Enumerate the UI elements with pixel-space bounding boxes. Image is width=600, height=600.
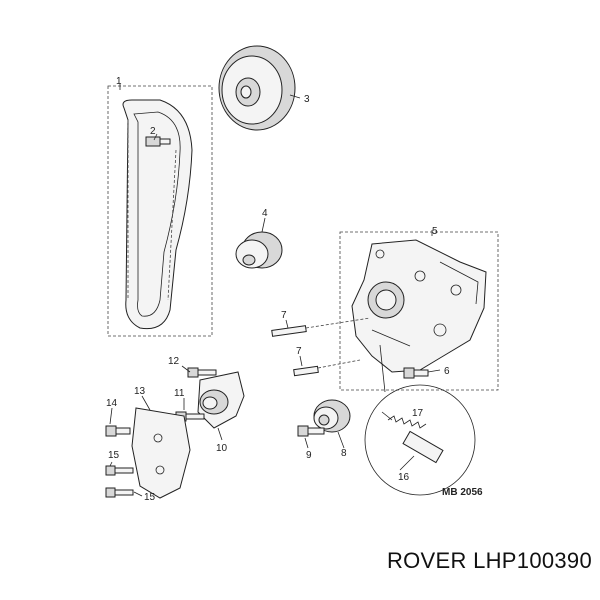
callout-2: 2 (150, 126, 156, 137)
callout-11: 11 (174, 388, 185, 399)
bolt-15-lower (105, 487, 134, 498)
callout-9: 9 (306, 450, 312, 461)
bolt-15-upper (105, 465, 134, 476)
camshaft-pulley-3 (218, 45, 296, 131)
callout-6: 6 (444, 366, 450, 377)
bolt-9 (297, 425, 325, 437)
callout-8: 8 (341, 448, 347, 459)
spring-17 (387, 415, 427, 429)
oil-pump-housing-5 (351, 239, 487, 373)
callout-12: 12 (168, 356, 180, 367)
bolt-14 (105, 425, 131, 437)
tensioner-10 (197, 371, 245, 429)
callout-5: 5 (432, 226, 438, 237)
group-box-pump (339, 231, 499, 391)
bolt-6 (403, 367, 429, 379)
callout-16: 16 (398, 472, 410, 483)
detail-circle (364, 384, 476, 496)
bracket-13 (131, 407, 191, 499)
reference-code: MB 2056 (442, 487, 483, 498)
callout-13: 13 (134, 386, 146, 397)
stud-7-upper (271, 325, 307, 337)
callout-17: 17 (412, 408, 424, 419)
callout-10: 10 (216, 443, 228, 454)
bolt-12 (187, 367, 217, 378)
stud-7-lower (293, 365, 319, 377)
callout-15-upper: 15 (108, 450, 120, 461)
callout-7-lower: 7 (296, 346, 302, 357)
callout-15-lower: 15 (144, 492, 156, 503)
part-caption: ROVER LHP100390 (386, 548, 592, 573)
callout-7-upper: 7 (281, 310, 287, 321)
pulley-8 (313, 399, 351, 433)
group-box-belt (107, 85, 213, 337)
timing-belt (122, 99, 193, 330)
callout-1: 1 (116, 76, 122, 87)
plunger-16 (402, 430, 444, 464)
callout-14: 14 (106, 398, 118, 409)
callout-3: 3 (304, 94, 310, 105)
bolt-2 (145, 136, 171, 147)
callout-4: 4 (262, 208, 268, 219)
idler-pulley-4 (235, 231, 283, 269)
